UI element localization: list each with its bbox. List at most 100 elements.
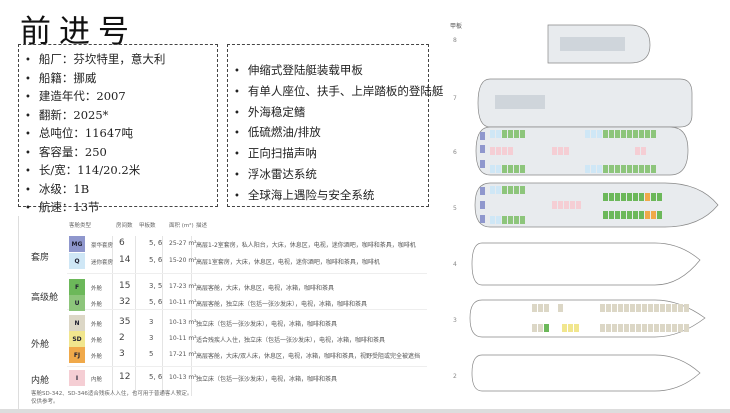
deck-6-outline: [475, 126, 689, 176]
spec-item: 建造年代：2007: [25, 88, 211, 107]
slide-bottom-bar: [0, 409, 730, 413]
cabin-block: [603, 165, 608, 173]
cabin-block: [645, 130, 650, 138]
room-count: 2: [119, 333, 125, 343]
cabin-block: [633, 130, 638, 138]
cabin-block: [564, 201, 569, 209]
cabin-block: [612, 324, 617, 332]
cabin-type: 豪华套房: [91, 243, 114, 249]
cabin-code-badge: U: [69, 295, 85, 311]
cabin-block: [621, 211, 626, 219]
cabin-block: [480, 145, 485, 153]
table-row: FJ 外舱 3 5 17-21 m² 高层客舱，大床/双人床，休息区，电视，冰箱…: [19, 347, 429, 363]
description: 高层1-2室套房，私人阳台，大床，休息区，电视，迷你酒吧，咖啡和茶具，咖啡机: [196, 242, 416, 249]
feature-item: 低硫燃油/排放: [234, 123, 422, 144]
cabin-code-badge: F: [69, 279, 85, 295]
footnote: 客舱SD-342、SD-346适合残疾人入住，也可用于普通客人预定。 仅供参考。: [31, 390, 192, 406]
cabin-block: [574, 324, 579, 332]
cabin-block: [480, 215, 485, 223]
cabin-block: [496, 186, 501, 194]
cabin-block: [648, 304, 653, 312]
decks: 5, 6: [149, 256, 163, 264]
cabin-block: [642, 324, 647, 332]
cabin-block: [660, 324, 665, 332]
cabin-block: [508, 186, 513, 194]
room-count: 15: [119, 281, 131, 291]
cabin-block: [660, 304, 665, 312]
header-room-count: 房间数: [116, 223, 133, 229]
cabin-block: [502, 165, 507, 173]
cabin-block: [496, 165, 501, 173]
cabin-block: [502, 130, 507, 138]
cabin-block: [672, 324, 677, 332]
cabin-block: [618, 304, 623, 312]
area: 10-11 m²: [169, 299, 197, 306]
table-row: MG 豪华套房 6 5, 6 25-27 m² 高层1-2室套房，私人阳台，大床…: [19, 236, 429, 252]
deck-label: 7: [453, 95, 457, 102]
spec-item: 客容量：250: [25, 144, 211, 163]
room-count: 3: [119, 349, 125, 359]
cabin-block: [502, 147, 507, 155]
cabin-block: [651, 130, 656, 138]
cabin-block: [645, 193, 650, 201]
area: 17-21 m²: [169, 351, 197, 358]
cabin-block: [657, 211, 662, 219]
cabin-block: [621, 165, 626, 173]
cabin-block: [639, 211, 644, 219]
cabin-block: [651, 165, 656, 173]
area: 10-13 m²: [169, 374, 197, 381]
description: 独立床（包括一张沙发床），电视，冰箱，咖啡和茶具: [196, 321, 338, 328]
decks: 5: [149, 350, 154, 358]
feature-item: 浮冰雷达系统: [234, 165, 422, 186]
deck-label: 6: [453, 149, 457, 156]
deck-label: 2: [453, 373, 457, 380]
cabin-block: [558, 147, 563, 155]
cabin-block: [480, 187, 485, 195]
cabin-block: [552, 147, 557, 155]
cabin-block: [562, 324, 567, 332]
cabin-block: [648, 324, 653, 332]
spec-item: 航速：13节: [25, 199, 211, 218]
cabin-block: [514, 130, 519, 138]
cabin-block: [502, 186, 507, 194]
cabin-block: [490, 216, 495, 224]
cabin-block: [657, 193, 662, 201]
cabin-block: [552, 201, 557, 209]
cabin-block: [538, 304, 543, 312]
header-cabin-type: 客舱类型: [69, 223, 92, 229]
spec-item: 船厂：芬坎特里，意大利: [25, 51, 211, 70]
feature-item: 外海稳定鳍: [234, 103, 422, 124]
feature-item: 全球海上遇险与安全系统: [234, 186, 422, 207]
cabin-block: [490, 186, 495, 194]
room-count: 6: [119, 238, 125, 248]
cabin-block: [558, 201, 563, 209]
decks: 5, 6: [149, 373, 163, 381]
area: 17-23 m²: [169, 283, 197, 290]
cabin-block: [639, 130, 644, 138]
deck-2-outline: [471, 354, 701, 392]
cabin-block: [508, 165, 513, 173]
area: 25-27 m²: [169, 240, 197, 247]
cabin-block: [520, 130, 525, 138]
cabin-block: [651, 211, 656, 219]
cabin-block: [684, 324, 689, 332]
deck-label: 3: [453, 317, 457, 324]
cabin-block: [612, 304, 617, 312]
cabin-type: 外舱: [91, 338, 103, 344]
deck-7-outline: [477, 78, 693, 128]
cabin-code-badge: MG: [69, 236, 85, 252]
cabin-block: [615, 130, 620, 138]
group-superior: 高级舱: [31, 293, 59, 303]
header-decks: 甲板数: [139, 223, 156, 229]
cabin-block: [600, 304, 605, 312]
group-outside: 外舱: [31, 340, 50, 350]
cabin-block: [514, 186, 519, 194]
deck-label: 5: [453, 205, 457, 212]
cabin-block: [621, 193, 626, 201]
cabin-block: [532, 304, 537, 312]
cabin-block: [666, 304, 671, 312]
table-row: Q 迷你套房 14 5, 6 15-20 m² 高层1室套房，大床，休息区，电视…: [19, 253, 429, 269]
cabin-block: [642, 304, 647, 312]
cabin-block: [568, 324, 573, 332]
cabin-block: [684, 304, 689, 312]
